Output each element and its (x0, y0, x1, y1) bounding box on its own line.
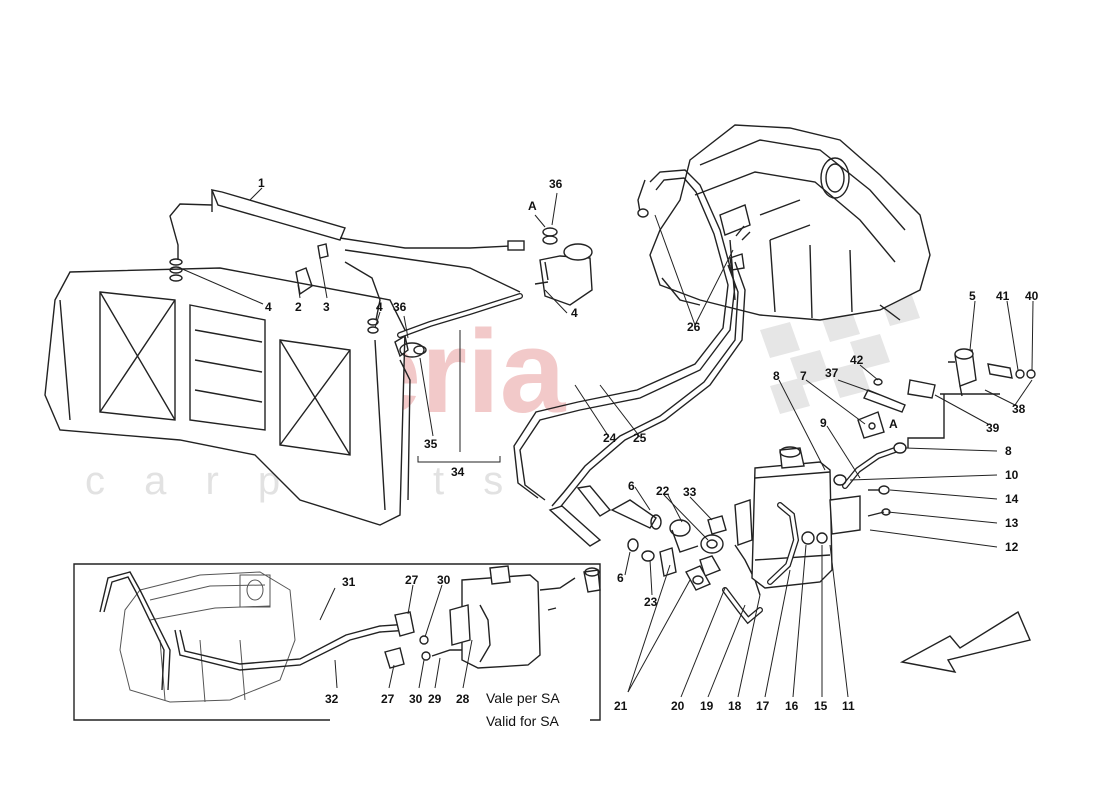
callout-37: 37 (825, 366, 839, 380)
callout-24: 24 (603, 431, 617, 445)
callout-42: 42 (850, 353, 864, 367)
callout-31: 31 (342, 575, 356, 589)
callout-6-lower: 6 (617, 571, 624, 585)
callout-30-upper: 30 (437, 573, 451, 587)
callout-14: 14 (1005, 492, 1019, 506)
fuel-tank (44, 267, 411, 526)
callout-40: 40 (1025, 289, 1039, 303)
callout-3: 3 (323, 300, 330, 314)
inset-note-english: Valid for SA (486, 713, 560, 729)
callout-41: 41 (996, 289, 1010, 303)
valve-group (641, 515, 763, 625)
callout-38: 38 (1012, 402, 1026, 416)
callout-7: 7 (800, 369, 807, 383)
callout-A-bracket: A (889, 417, 898, 431)
leader-lines (179, 187, 1034, 698)
callout-33: 33 (683, 485, 697, 499)
callout-2: 2 (295, 300, 302, 314)
callout-28: 28 (456, 692, 470, 706)
callout-15: 15 (814, 699, 828, 713)
callouts: 1 2 3 4 4 4 36 36 A 35 34 26 24 25 6 6 2… (258, 176, 1039, 713)
callout-11: 11 (842, 699, 855, 713)
callout-17: 17 (756, 699, 770, 713)
callout-36-filler: 36 (549, 177, 563, 191)
callout-10: 10 (1005, 468, 1019, 482)
callout-30-lower: 30 (409, 692, 423, 706)
callout-34: 34 (451, 465, 465, 479)
callout-20: 20 (671, 699, 685, 713)
callout-36-tank: 36 (393, 300, 407, 314)
breather-hoses (513, 169, 751, 552)
callout-4-pipe: 4 (376, 300, 383, 314)
callout-16: 16 (785, 699, 799, 713)
inset-note-italian: Vale per SA (486, 690, 560, 706)
callout-27-upper: 27 (405, 573, 419, 587)
callout-26: 26 (687, 320, 701, 334)
callout-39: 39 (986, 421, 1000, 435)
callout-A-filler: A (528, 199, 537, 213)
callout-21: 21 (614, 699, 628, 713)
callout-6-upper: 6 (628, 479, 635, 493)
callout-9: 9 (820, 416, 827, 430)
callout-5: 5 (969, 289, 976, 303)
callout-13: 13 (1005, 516, 1019, 530)
callout-35: 35 (424, 437, 438, 451)
callout-12: 12 (1005, 540, 1019, 554)
inset-panel-sa (73, 563, 601, 721)
callout-23: 23 (644, 595, 658, 609)
callout-32: 32 (325, 692, 339, 706)
direction-arrow (899, 610, 1031, 673)
expansion-tank (734, 442, 907, 589)
callout-27-lower: 27 (381, 692, 395, 706)
inset-manifold (119, 571, 296, 703)
callout-4-tank: 4 (265, 300, 272, 314)
check-valve-group (857, 348, 1036, 448)
callout-8-right: 8 (1005, 444, 1012, 458)
callout-8-left: 8 (773, 369, 780, 383)
callout-18: 18 (728, 699, 742, 713)
callout-1: 1 (258, 176, 265, 190)
callout-4-filler: 4 (571, 306, 578, 320)
callout-22: 22 (656, 484, 670, 498)
vapour-pipe-assembly (169, 189, 593, 358)
callout-25: 25 (633, 431, 647, 445)
intake-manifold (649, 124, 931, 321)
callout-29: 29 (428, 692, 442, 706)
callout-19: 19 (700, 699, 714, 713)
